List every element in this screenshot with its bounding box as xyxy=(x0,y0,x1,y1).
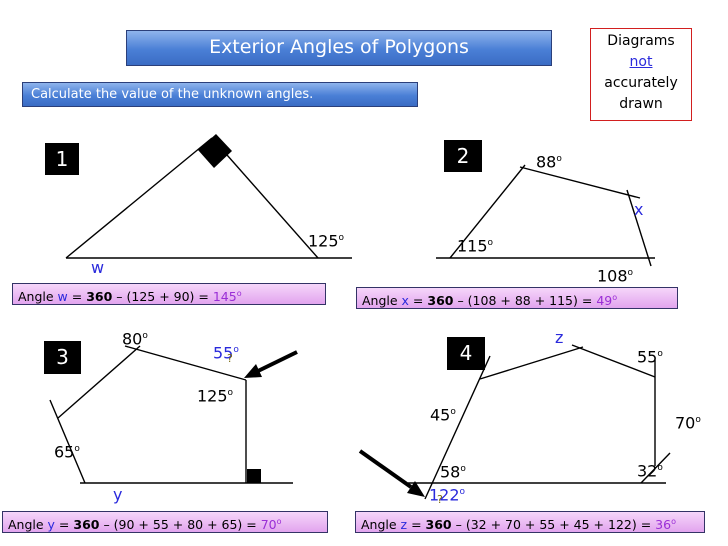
problem-4-number: 4 xyxy=(447,337,485,370)
instruction-banner: Calculate the value of the unknown angle… xyxy=(22,82,418,107)
note-line-2: not xyxy=(629,54,653,70)
right-angle-marker-1 xyxy=(198,134,232,168)
triangle-2 xyxy=(436,164,655,267)
hexagon-4-angle-right: 70o xyxy=(675,413,701,433)
answer-bar-1: Angle w = 360 – (125 + 90) = 145o xyxy=(12,283,326,305)
triangle-1-left-side xyxy=(65,137,213,259)
pentagon-3-angle-top: 80o xyxy=(122,329,148,349)
note-line-4: drawn xyxy=(619,96,663,112)
triangle-2-angle-left: 115o xyxy=(457,236,494,256)
pentagon-3-angle-right: 125o xyxy=(197,386,234,406)
triangle-2-angle-right: 108o xyxy=(597,266,634,286)
hexagon-4-angle-bottom-left: 58o xyxy=(440,462,466,482)
triangle-1 xyxy=(65,137,352,259)
answer-bar-2: Angle x = 360 – (108 + 88 + 115) = 49o xyxy=(356,287,678,309)
pentagon-3-angle-left: 65o xyxy=(54,442,80,462)
triangle-2-unknown-x: x xyxy=(634,200,644,219)
hexagon-4-top-side xyxy=(479,346,584,380)
hexagon-4-unknown-z: z xyxy=(555,328,564,347)
hexagon-4-angle-found: 122o xyxy=(429,485,466,505)
problem-1-number: 1 xyxy=(45,143,79,175)
arrow-4 xyxy=(358,449,425,497)
triangle-1-right-side xyxy=(211,137,319,259)
hexagon-4-upper-right-side xyxy=(571,344,656,378)
pentagon-3-left-side xyxy=(49,399,86,484)
pentagon-3-top-side xyxy=(124,345,247,381)
pentagon-3-upper-left-side xyxy=(57,345,141,419)
triangle-1-angle-label: 125o xyxy=(308,231,345,251)
answer-bar-4: Angle z = 360 – (32 + 70 + 55 + 45 + 122… xyxy=(355,511,705,533)
triangle-2-left-side xyxy=(449,164,526,259)
answer-bar-3: Angle y = 360 – (90 + 55 + 80 + 65) = 70… xyxy=(2,511,328,533)
diagram-note: Diagrams not accurately drawn xyxy=(590,28,692,121)
triangle-2-right-side xyxy=(626,189,652,267)
right-angle-marker-3 xyxy=(247,469,261,483)
triangle-1-unknown-w: w xyxy=(91,258,105,277)
hexagon-4-lower-right-side xyxy=(640,452,671,484)
hexagon-4-left-side xyxy=(424,355,491,500)
hexagon-4-angle-lower-right: 32o xyxy=(637,461,663,481)
triangle-2-top-side xyxy=(519,166,641,199)
note-line-1: Diagrams xyxy=(607,33,675,49)
hexagon-4-angle-upper-left: 45o xyxy=(430,405,456,425)
pentagon-3-unknown-y: y xyxy=(113,485,123,504)
triangle-2-angle-top: 88o xyxy=(536,152,562,172)
problem-2-number: 2 xyxy=(444,140,482,172)
note-line-3: accurately xyxy=(604,75,678,91)
problem-3-number: 3 xyxy=(44,341,81,374)
pentagon-3-angle-found: 55o xyxy=(213,343,239,363)
hexagon-4 xyxy=(408,344,671,500)
arrow-3 xyxy=(244,350,298,378)
pentagon-3-question-mark: ? xyxy=(227,352,233,365)
hexagon-4-question-mark: ? xyxy=(437,493,443,506)
page-title: Exterior Angles of Polygons xyxy=(126,30,552,66)
hexagon-4-angle-upper-right: 55o xyxy=(637,347,663,367)
